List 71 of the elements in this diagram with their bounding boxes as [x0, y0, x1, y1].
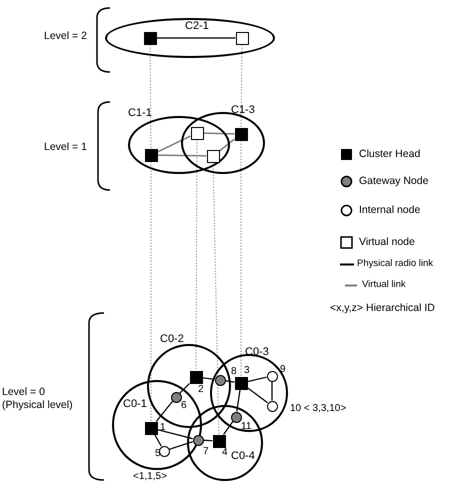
legend-label: <x,y,z> Hierarchical ID	[330, 303, 435, 315]
cluster-label: C1-1	[128, 107, 152, 120]
node-circle	[230, 412, 242, 422]
link-line	[223, 421, 234, 435]
dotted-line	[196, 139, 198, 371]
node-square	[212, 434, 226, 448]
link-line	[157, 429, 193, 440]
node-number: 6	[181, 400, 187, 411]
dotted-line	[212, 162, 220, 435]
node-number: <1,1,5>	[133, 471, 167, 482]
link-line	[157, 135, 191, 153]
dotted-line	[150, 44, 152, 149]
node-square	[144, 422, 158, 434]
dotted-line	[240, 140, 242, 377]
link-line	[202, 377, 215, 380]
level-label: Level = 0 (Physical level)	[2, 386, 74, 412]
node-number: 5	[155, 448, 161, 459]
node-square	[144, 32, 156, 44]
node-circle	[266, 400, 278, 412]
legend-label: Physical radio link	[357, 259, 434, 270]
node-circle	[266, 370, 278, 382]
node-circle	[158, 446, 170, 456]
level-label: Level = 1	[44, 142, 87, 154]
node-number: 7	[203, 446, 209, 457]
node-number: 2	[198, 384, 204, 395]
legend-label: Cluster Head	[359, 149, 420, 161]
link-line	[156, 400, 174, 422]
link-line	[179, 383, 190, 394]
node-circle	[170, 392, 182, 402]
link-line	[154, 434, 162, 446]
legend-label: Internal node	[359, 205, 420, 217]
link-line	[271, 382, 273, 400]
cluster-ellipse	[105, 18, 275, 58]
node-square	[234, 128, 248, 140]
node-square	[190, 126, 204, 140]
cluster-label: C2-1	[185, 20, 209, 32]
link-line	[169, 441, 193, 450]
node-number: 9	[280, 364, 286, 375]
node-circle	[214, 374, 226, 386]
link-line	[236, 389, 241, 412]
legend-label: Gateway Node	[359, 176, 428, 188]
node-square	[234, 376, 248, 390]
legend-label: Virtual link	[362, 280, 406, 290]
node-number: 10 < 3,3,10>	[290, 403, 346, 414]
cluster-label: C0-2	[160, 333, 184, 346]
link-line	[247, 387, 268, 404]
link-line	[219, 138, 235, 152]
node-number: 3	[244, 365, 250, 376]
node-number: 4	[222, 447, 228, 458]
dotted-line	[240, 44, 242, 128]
node-number: 1	[160, 422, 166, 433]
cluster-label: C0-3	[245, 346, 269, 358]
link-line	[203, 132, 235, 135]
cluster-label: C0-1	[123, 398, 147, 410]
node-square	[236, 32, 248, 44]
link-line	[203, 440, 213, 442]
level-label: Level = 2	[44, 31, 87, 43]
node-circle	[192, 434, 204, 446]
link-line	[157, 154, 207, 157]
node-square	[190, 370, 202, 384]
link-line	[156, 37, 236, 39]
dotted-line	[150, 161, 152, 422]
node-number: 8	[231, 366, 237, 377]
node-square	[206, 150, 220, 162]
cluster-label: C0-4	[231, 450, 255, 462]
node-square	[144, 148, 158, 162]
node-number: 11	[241, 421, 252, 432]
cluster-label: C1-3	[231, 104, 255, 116]
link-line	[225, 380, 235, 383]
link-line	[247, 376, 267, 382]
legend-label: Virtual node	[359, 237, 415, 249]
